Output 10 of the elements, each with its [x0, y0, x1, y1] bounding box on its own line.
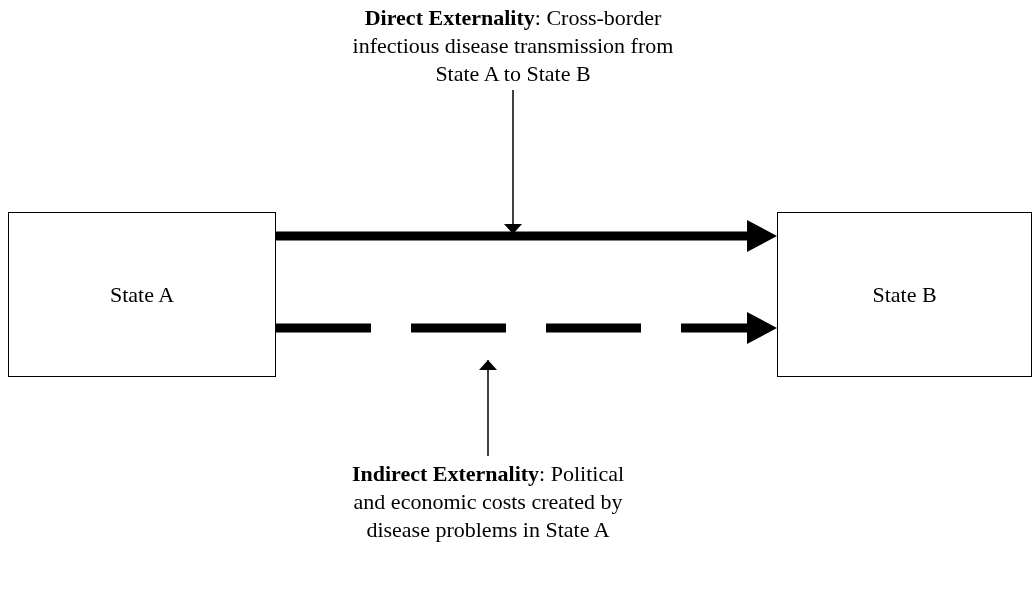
- dashed-arrow: [276, 312, 777, 344]
- state-box: [8, 212, 276, 377]
- leader-line: [479, 359, 497, 457]
- state-box: [777, 212, 1032, 377]
- state-label: State B: [872, 280, 937, 309]
- thick-arrow: [276, 220, 777, 252]
- leader-line: [504, 89, 522, 235]
- state-label: State A: [109, 280, 175, 309]
- annotation-text: Direct Externality: Cross-border infectious disease transmission from State A to State B: [345, 4, 681, 88]
- annotation-text: Indirect Externality: Political and economic costs created by disease problems in State A: [338, 460, 638, 544]
